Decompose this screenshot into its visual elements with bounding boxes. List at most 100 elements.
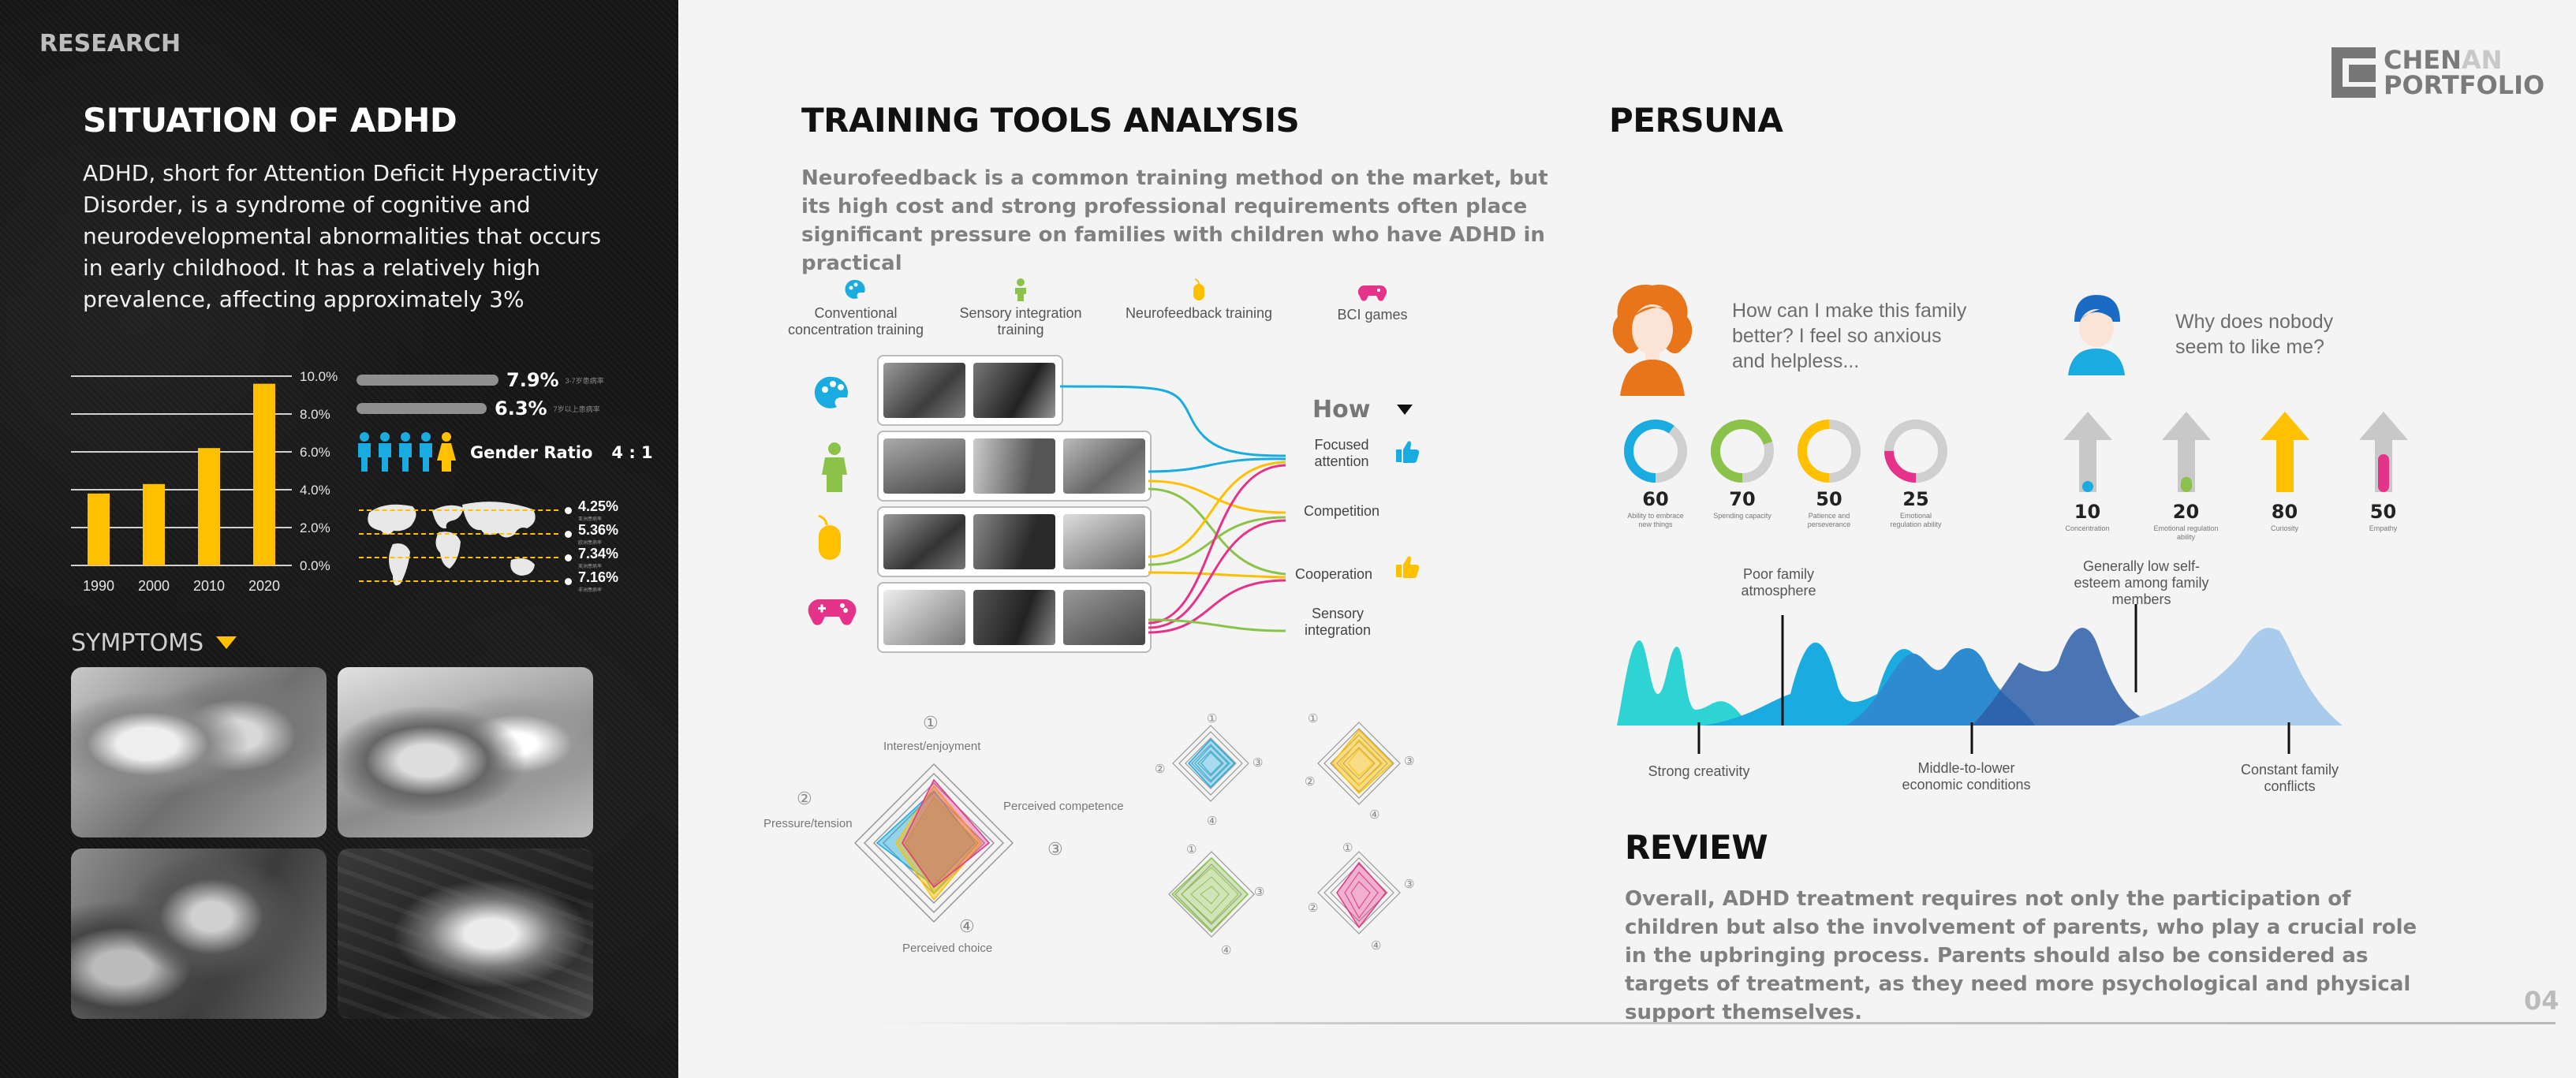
map-leader-line xyxy=(359,580,558,582)
map-stat-caption: 非洲患病率 xyxy=(578,588,603,593)
score-value: 20 xyxy=(2172,501,2200,523)
tool-photos-sensory xyxy=(877,431,1152,502)
x-tick-label: 2020 xyxy=(248,578,280,594)
tool-header-bci: BCI games xyxy=(1309,281,1435,323)
training-photo xyxy=(973,438,1055,494)
map-stat-dot xyxy=(565,554,572,561)
radar-label-right: Perceived competence xyxy=(1003,800,1124,813)
map-stat-value: 7.34% xyxy=(578,546,619,561)
training-photo xyxy=(883,590,965,645)
gamepad-icon xyxy=(808,599,857,625)
score-label: Emotional regulation ability xyxy=(2153,524,2219,541)
age-bar xyxy=(357,375,498,386)
training-photo xyxy=(973,590,1055,645)
map-leader-line xyxy=(359,509,558,511)
map-leader-line xyxy=(359,557,558,558)
symptom-photo xyxy=(71,667,327,837)
symptom-photo xyxy=(338,849,593,1019)
donut-arc xyxy=(1798,420,1861,483)
map-stat-row: 4.25%亚洲患病率 xyxy=(359,498,627,522)
y-tick-label: 4.0% xyxy=(300,483,330,498)
training-photo xyxy=(973,363,1055,418)
outcome-competition: Competition xyxy=(1303,503,1380,519)
bar xyxy=(88,493,110,565)
x-tick-label: 1990 xyxy=(83,578,114,594)
age-bar-row: 6.3% 7岁以上患病率 xyxy=(357,397,625,420)
child-score: 50 Empathy xyxy=(2334,408,2432,543)
triangle-down-icon xyxy=(216,636,237,649)
radar-num-text: ③ xyxy=(1253,756,1263,770)
triangle-down-icon xyxy=(1397,404,1413,415)
bar xyxy=(253,383,275,565)
symptom-photo xyxy=(71,849,327,1019)
child-score-list: 10 Concentration 20 Emotional regulation… xyxy=(2038,408,2432,543)
timeline-label-bottom: Middle-to-lower economic conditions xyxy=(1902,760,2031,793)
tool-photos-neurofeedback xyxy=(877,506,1152,577)
palette-icon xyxy=(845,279,865,299)
map-stat-row: 7.16% 非洲患病率 xyxy=(359,569,627,593)
training-title: TRAINING TOOLS ANALYSIS xyxy=(801,101,1300,140)
donut-gauge xyxy=(1711,420,1774,483)
radar-num-text: ① xyxy=(1308,712,1318,726)
arrow-fill xyxy=(2081,481,2093,492)
review-title: REVIEW xyxy=(1625,828,1768,867)
score-value: 25 xyxy=(1902,488,1929,510)
map-leader-line xyxy=(359,533,558,535)
child-icon xyxy=(822,442,847,492)
x-tick-label: 2010 xyxy=(193,578,225,594)
radar-num-text: ④ xyxy=(1207,815,1217,828)
people-icon xyxy=(358,432,456,472)
y-tick-label: 6.0% xyxy=(300,445,330,460)
radar-chart-green: ① ③ ④ xyxy=(1168,843,1264,957)
brand-line1b: AN xyxy=(2461,45,2503,75)
child-score: 10 Concentration xyxy=(2038,408,2137,543)
footer-divider xyxy=(868,1022,2555,1024)
y-tick-label: 0.0% xyxy=(300,558,330,573)
score-value: 50 xyxy=(1816,488,1842,510)
map-stat-dot xyxy=(565,577,572,585)
thumbs-up-icon xyxy=(1396,556,1420,578)
age-prevalence-bars: 7.9% 3-7岁患病率 6.3% 7岁以上患病率 xyxy=(357,369,625,420)
gamepad-icon xyxy=(1357,285,1387,301)
outcome-cooperation: Cooperation xyxy=(1294,566,1373,582)
review-text: Overall, ADHD treatment requires not onl… xyxy=(1625,887,2417,1024)
radar-chart-blue: ① ③ ② ④ xyxy=(1155,713,1263,828)
age-bar-value: 7.9% xyxy=(506,369,559,391)
logo-mark-icon xyxy=(2331,47,2376,98)
y-tick-label: 10.0% xyxy=(300,369,338,384)
page-number: 04 xyxy=(2524,986,2559,1016)
child-avatar-icon xyxy=(2068,295,2125,375)
mouse-icon xyxy=(818,514,841,560)
gender-ratio-label: Gender Ratio xyxy=(470,443,593,462)
tool-label: BCI games xyxy=(1337,307,1408,323)
score-value: 10 xyxy=(2074,501,2101,523)
bar xyxy=(143,483,165,565)
training-photo xyxy=(1063,438,1145,494)
score-label: Concentration xyxy=(2065,524,2110,532)
training-photo xyxy=(973,514,1055,569)
score-value: 80 xyxy=(2271,501,2298,523)
adhd-title: SITUATION OF ADHD xyxy=(83,101,457,140)
score-value: 70 xyxy=(1729,488,1756,510)
flow-connections xyxy=(1059,385,1286,634)
how-header: How xyxy=(1312,396,1413,423)
child-score: 80 Curiosity xyxy=(2235,408,2334,543)
map-stat-row: 5.36%欧洲患病率 xyxy=(359,522,627,546)
tool-label: Sensory integration training xyxy=(959,305,1082,338)
arrow-fill xyxy=(2377,454,2389,492)
how-label: How xyxy=(1312,396,1371,423)
radar-num-text: ③ xyxy=(1254,886,1264,899)
timeline-label-bottom: Strong creativity xyxy=(1648,763,1750,779)
score-label: Empathy xyxy=(2369,524,2398,532)
parent-quote: How can I make this family better? I fee… xyxy=(1732,300,1967,372)
donut-gauge xyxy=(1798,420,1861,483)
map-stat-value: 7.16% xyxy=(578,569,619,585)
map-stat-value: 5.36% xyxy=(578,522,619,538)
journey-wave-chart xyxy=(1617,604,2343,754)
child-quote: Why does nobody seem to like me? xyxy=(2175,311,2334,358)
brand-logo: CHENAN PORTFOLIO xyxy=(2331,47,2544,98)
map-stat-row: 7.34% 美洲患病率 xyxy=(359,546,627,569)
map-stat-caption: 美洲患病率 xyxy=(578,565,603,569)
arrow-up-icon xyxy=(2260,412,2309,492)
